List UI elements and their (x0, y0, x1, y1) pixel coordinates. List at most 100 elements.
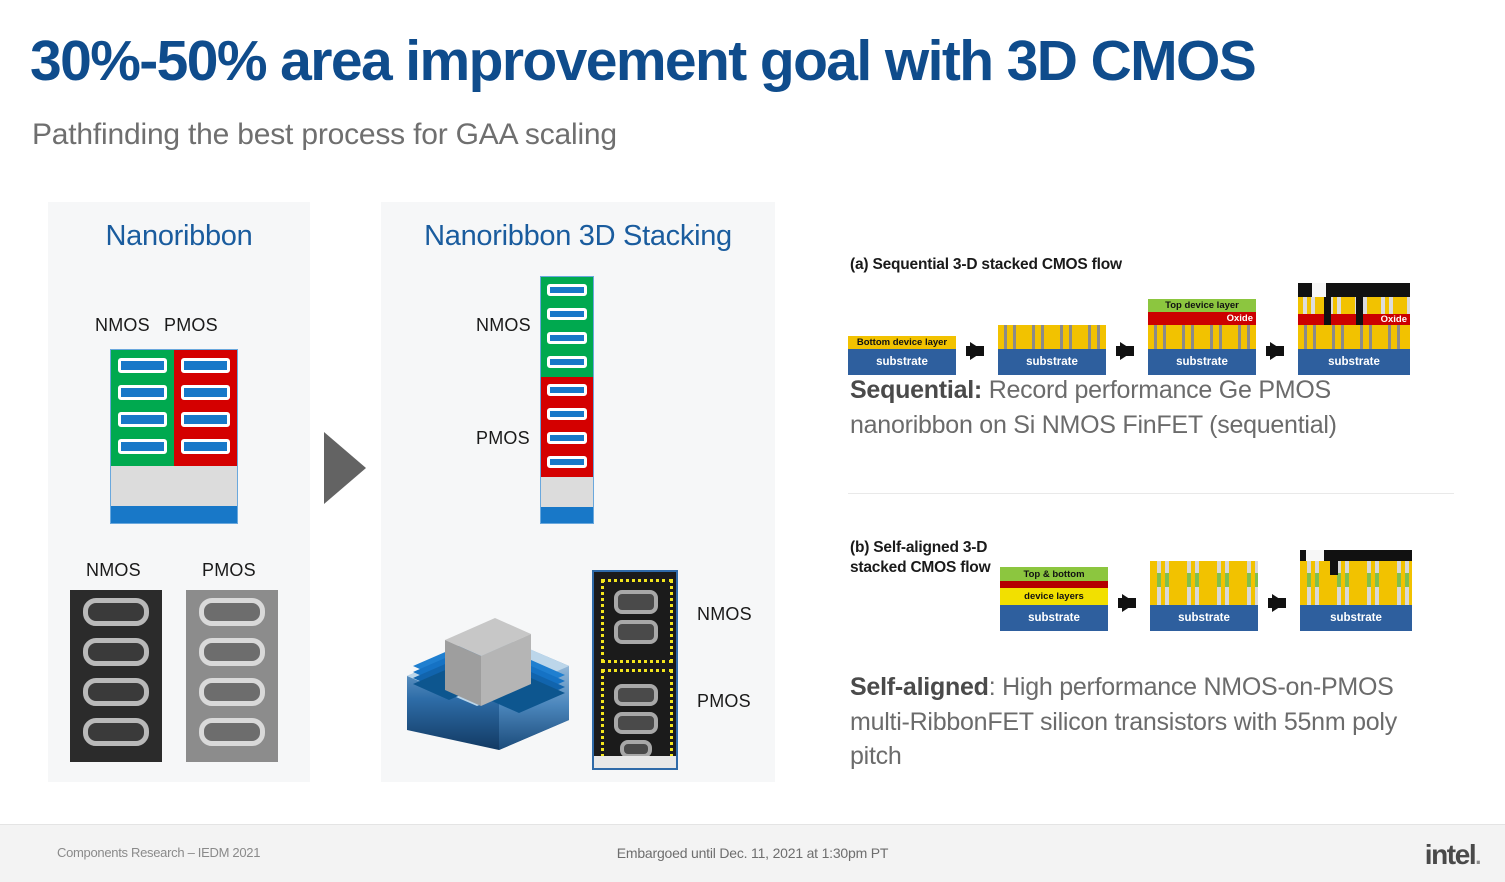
substrate-label: substrate (998, 349, 1106, 375)
sequential-stage-1: Bottom device layer substrate (848, 327, 956, 375)
nanoribbon-pmos-label: PMOS (164, 315, 218, 335)
flow-arrow-1-wrap (956, 327, 998, 375)
sequential-stage-4: Oxide substrate (1298, 283, 1410, 375)
substrate-label: substrate (1300, 605, 1412, 631)
page-subtitle: Pathfinding the best process for GAA sca… (32, 118, 617, 151)
bottom-device-layer-label: Bottom device layer (856, 337, 948, 348)
oxide-label: Oxide (1380, 314, 1407, 325)
panel-stacking-title: Nanoribbon 3D Stacking (424, 220, 732, 252)
nanoribbon-layer (547, 432, 587, 444)
nanoribbon-layer (547, 332, 587, 344)
flow-arrow-2-wrap (1106, 327, 1148, 375)
metal-gap (1312, 283, 1326, 297)
metal-via (1324, 283, 1331, 325)
stack-tem-pmos-label: PMOS (697, 691, 751, 711)
nmos-green-stack (541, 277, 593, 377)
nanoribbon-device-columns (111, 350, 237, 466)
flow-arrow-3-wrap (1256, 327, 1298, 375)
arrow-right-icon (324, 432, 366, 504)
nanoribbon-layer (117, 358, 168, 373)
nanoribbon-layer (547, 308, 587, 320)
tem-ribbon-cross-section (82, 678, 150, 706)
substrate-label: substrate (1148, 349, 1256, 375)
nanoribbon-layer (547, 384, 587, 396)
metal-gap (1306, 550, 1324, 561)
self-aligned-flow-caption: (b) Self-aligned 3-D stacked CMOS flow (850, 538, 1000, 578)
tem-micrograph-stacked (592, 570, 678, 770)
self-aligned-stage-1: device layers Top & bottom substrate (1000, 555, 1108, 631)
tem-micrograph-pmos (186, 590, 278, 762)
self-aligned-body-bold: Self-aligned (850, 673, 989, 701)
tem-device-feature (614, 712, 658, 734)
nanoribbon-layer (180, 412, 231, 427)
flow-arrow-5-wrap (1258, 575, 1300, 631)
panel-nanoribbon-title: Nanoribbon (105, 220, 253, 252)
self-aligned-caption-line2: stacked CMOS flow (850, 558, 991, 576)
tem-ribbon-cross-section (82, 718, 150, 746)
tem-ribbon-cross-section (82, 638, 150, 666)
stacking-nmos-label: NMOS (476, 315, 531, 335)
nanoribbon-layer (117, 439, 168, 454)
tem-device-feature (614, 620, 658, 644)
nmos-green-column (111, 350, 174, 466)
self-aligned-stage-3: substrate (1300, 545, 1412, 631)
substrate-band (541, 507, 593, 523)
top-device-layer-label: Top device layer (1165, 300, 1239, 311)
panel-nanoribbon-3d-stacking: Nanoribbon 3D Stacking NMOS PMOS (381, 202, 775, 782)
substrate-band (111, 506, 237, 523)
metal-via (1330, 550, 1338, 575)
nanoribbon-layer (117, 412, 168, 427)
intel-logo: intel. (1425, 839, 1482, 871)
self-aligned-stage-2: substrate (1150, 555, 1258, 631)
pmos-red-stack (541, 377, 593, 477)
tem-device-feature (614, 590, 658, 614)
sequential-body-rest: Record performance Ge PMOS nanoribbon on… (850, 376, 1337, 439)
pmos-highlight-box (601, 669, 673, 765)
top-bottom-label: Top & bottom (1023, 568, 1085, 580)
tem-ribbon-cross-section (198, 598, 266, 626)
sequential-body-bold: Sequential: (850, 376, 982, 404)
nanoribbon-layer (547, 408, 587, 420)
arrow-right-icon (1116, 342, 1134, 360)
nanoribbon-layer (180, 358, 231, 373)
substrate-label: substrate (1298, 349, 1410, 375)
nanoribbon-cross-section-diagram (110, 349, 238, 524)
stacked-cross-section-diagram (540, 276, 594, 524)
arrow-right-icon (1268, 594, 1286, 612)
sequential-flow-diagram: Bottom device layer substrate substrate … (848, 283, 1410, 375)
tem-micrograph-nmos (70, 590, 162, 762)
tem-ribbon-cross-section (198, 718, 266, 746)
footer-center-text: Embargoed until Dec. 11, 2021 at 1:30pm … (616, 845, 889, 861)
sequential-body-text: Sequential: Record performance Ge PMOS n… (850, 373, 1450, 442)
device-layers-label: device layers (1024, 591, 1084, 602)
page-title: 30%-50% area improvement goal with 3D CM… (30, 29, 1257, 93)
micrograph-nmos-label: NMOS (86, 560, 141, 580)
ribbonfet-3d-illustration (403, 580, 573, 760)
arrow-right-icon (1118, 594, 1136, 612)
substrate-label: substrate (1150, 605, 1258, 631)
oxide-label: Oxide (1226, 313, 1253, 324)
tem-substrate-edge (594, 756, 676, 768)
stack-tem-nmos-label: NMOS (697, 604, 752, 624)
pmos-red-column (174, 350, 237, 466)
tem-device-feature (614, 684, 658, 706)
self-aligned-caption-line1: (b) Self-aligned 3-D (850, 539, 988, 556)
ribbonfet-3d-svg (407, 618, 569, 750)
footer-left-text: Components Research – IEDM 2021 (57, 845, 261, 860)
arrow-right-icon (1266, 342, 1284, 360)
nanoribbon-layer (180, 439, 231, 454)
self-aligned-flow-diagram: device layers Top & bottom substrate sub… (1000, 545, 1412, 631)
substrate-label: substrate (848, 349, 956, 375)
nanoribbon-layer (547, 456, 587, 468)
nanoribbon-layer (547, 356, 587, 368)
nanoribbon-layer (180, 385, 231, 400)
panel-nanoribbon: Nanoribbon NMOS PMOS NMOS (48, 202, 310, 782)
tem-ribbon-cross-section (82, 598, 150, 626)
metal-via (1356, 283, 1363, 325)
slide-footer: Components Research – IEDM 2021 Embargoe… (0, 824, 1505, 882)
substrate-label: substrate (1000, 605, 1108, 631)
tem-ribbon-cross-section (198, 638, 266, 666)
sequential-flow-caption: (a) Sequential 3-D stacked CMOS flow (850, 256, 1122, 273)
tem-ribbon-cross-section (198, 678, 266, 706)
